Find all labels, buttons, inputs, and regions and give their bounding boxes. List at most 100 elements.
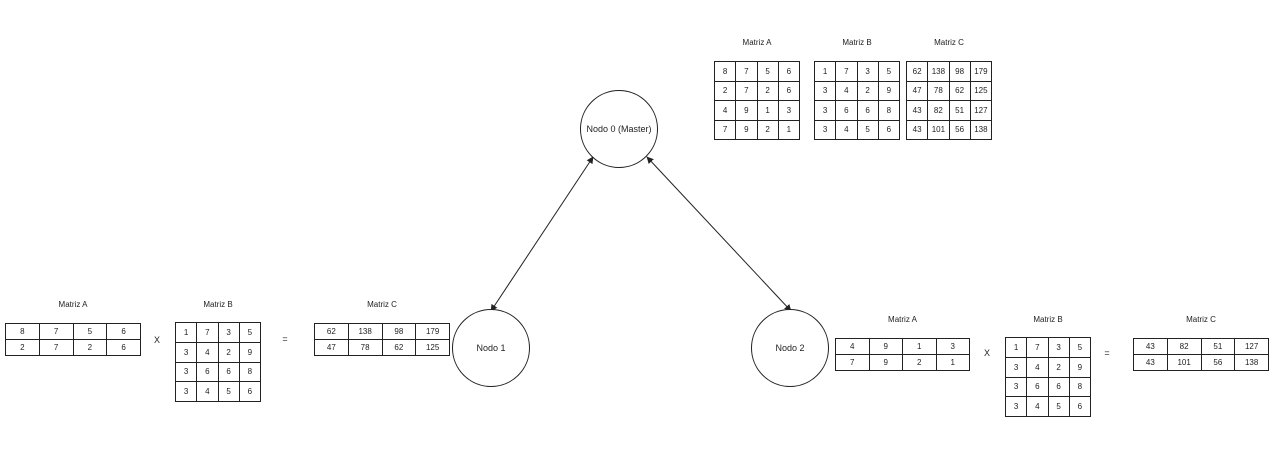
node1-matrix-c-title: Matriz C: [367, 300, 397, 309]
node2-matrix-b-title: Matriz B: [1033, 315, 1063, 324]
matrix-cell: 2: [756, 119, 779, 140]
matrix-cell: 2: [5, 339, 40, 356]
node1-matrix-b-title: Matriz B: [203, 300, 233, 309]
node-master[interactable]: Nodo 0 (Master): [580, 90, 658, 168]
matrix-cell: 4: [713, 100, 737, 121]
matrix-cell: 6: [877, 119, 901, 140]
matrix-cell: 9: [868, 338, 903, 355]
matrix-cell: 6: [217, 361, 240, 383]
matrix-cell: 62: [948, 80, 971, 101]
matrix-cell: 2: [1047, 356, 1070, 378]
matrix-cell: 6: [196, 361, 219, 383]
matrix-cell: 1: [756, 100, 779, 121]
matrix-cell: 43: [905, 119, 929, 140]
matrix-cell: 3: [1004, 376, 1028, 398]
matrix-cell: 4: [1026, 396, 1049, 417]
matrix-cell: 5: [217, 381, 240, 402]
matrix-cell: 9: [238, 341, 262, 363]
matrix-cell: 7: [196, 322, 219, 343]
matrix-cell: 47: [314, 339, 349, 356]
matrix-cell: 4: [1026, 356, 1049, 378]
matrix-cell: 7: [735, 80, 758, 101]
matrix-cell: 7: [1026, 337, 1049, 358]
matrix-cell: 7: [835, 354, 870, 371]
matrix-cell: 3: [813, 100, 837, 121]
node-1[interactable]: Nodo 1: [452, 309, 530, 387]
matrix-cell: 3: [1004, 396, 1028, 417]
matrix-cell: 5: [1047, 396, 1070, 417]
matrix-cell: 62: [314, 323, 349, 340]
edge-master-node2: [646, 156, 792, 312]
master-matrix-c-title: Matriz C: [934, 38, 964, 47]
matrix-cell: 125: [969, 80, 993, 101]
matrix-cell: 82: [927, 100, 950, 121]
matrix-cell: 5: [238, 322, 262, 343]
node-2-label: Nodo 2: [775, 343, 805, 353]
node2-matrix-a-title: Matriz A: [888, 315, 917, 324]
matrix-cell: 6: [106, 339, 141, 356]
matrix-cell: 8: [5, 323, 40, 340]
matrix-cell: 6: [1068, 396, 1092, 417]
matrix-cell: 43: [1133, 338, 1168, 355]
matrix-cell: 1: [777, 119, 801, 140]
matrix-cell: 62: [905, 61, 929, 82]
node1-matrix-a-title: Matriz A: [58, 300, 88, 309]
matrix-cell: 101: [927, 119, 950, 140]
node-1-label: Nodo 1: [476, 343, 506, 353]
matrix-cell: 1: [174, 322, 198, 343]
matrix-cell: 1: [1004, 337, 1028, 358]
matrix-cell: 138: [969, 119, 993, 140]
matrix-cell: 78: [347, 339, 383, 356]
node-master-label: Nodo 0 (Master): [586, 124, 652, 134]
matrix-cell: 62: [381, 339, 417, 356]
matrix-cell: 9: [877, 80, 901, 101]
matrix-cell: 6: [777, 80, 801, 101]
matrix-cell: 3: [174, 341, 198, 363]
matrix-cell: 5: [856, 119, 879, 140]
matrix-cell: 43: [1133, 354, 1168, 371]
matrix-cell: 1: [902, 338, 937, 355]
matrix-cell: 7: [713, 119, 737, 140]
matrix-cell: 8: [877, 100, 901, 121]
node-2[interactable]: Nodo 2: [751, 309, 829, 387]
matrix-cell: 2: [856, 80, 879, 101]
matrix-cell: 127: [969, 100, 993, 121]
node1-equals-sign: =: [282, 334, 288, 344]
matrix-cell: 1: [935, 354, 970, 371]
matrix-cell: 4: [835, 338, 870, 355]
matrix-cell: 6: [238, 381, 262, 402]
matrix-cell: 43: [905, 100, 929, 121]
matrix-cell: 6: [106, 323, 141, 340]
matrix-cell: 138: [927, 61, 950, 82]
matrix-cell: 51: [1200, 338, 1236, 355]
matrix-cell: 47: [905, 80, 929, 101]
matrix-cell: 9: [1068, 356, 1092, 378]
